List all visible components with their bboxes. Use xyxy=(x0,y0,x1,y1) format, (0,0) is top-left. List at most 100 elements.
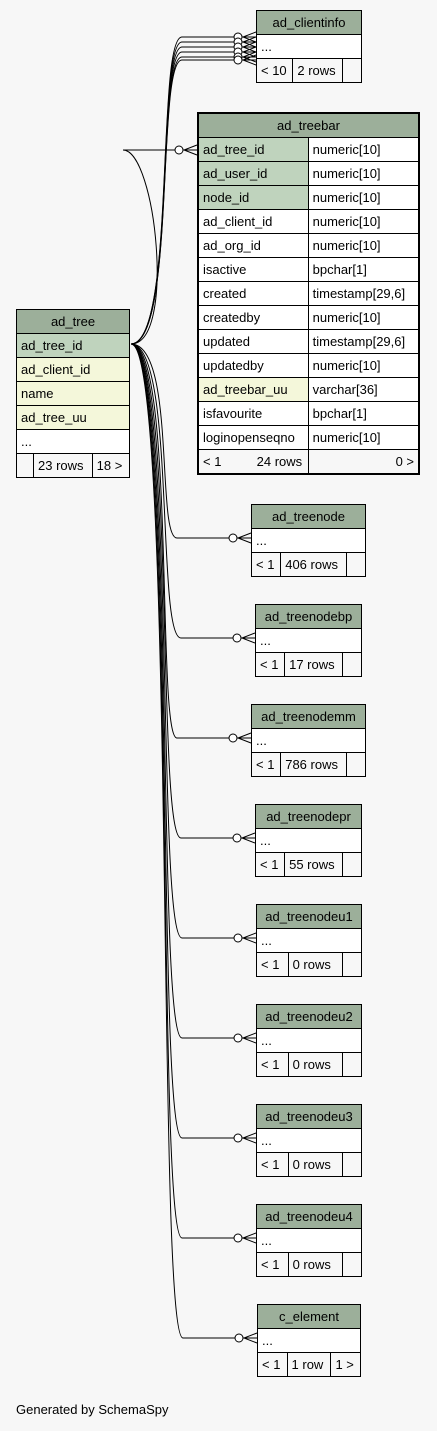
crowfoot-marker xyxy=(182,144,198,156)
children-count xyxy=(342,1152,362,1177)
column-type: numeric[10] xyxy=(307,305,420,330)
column-isactive[interactable]: isactive xyxy=(197,257,309,282)
column-ad_tree_id[interactable]: ad_tree_id xyxy=(197,137,309,162)
table-header[interactable]: ad_treenodeu2 xyxy=(256,1004,362,1029)
relationship-edge xyxy=(122,149,197,345)
crowfoot-marker xyxy=(241,932,257,944)
parents-count: < 1 xyxy=(250,552,282,577)
column-type: timestamp[29,6] xyxy=(307,329,420,354)
crowfoot-marker xyxy=(240,632,256,644)
parents-count: < 1 xyxy=(256,1252,289,1277)
table-header[interactable]: c_element xyxy=(257,1304,361,1329)
table-ad_tree[interactable]: ad_tree ad_tree_id ad_client_id name ad_… xyxy=(16,309,131,478)
column-node_id[interactable]: node_id xyxy=(197,185,309,210)
table-header[interactable]: ad_treenodeu4 xyxy=(256,1204,362,1229)
relationship-edge xyxy=(130,343,256,1139)
table-header[interactable]: ad_tree xyxy=(16,309,130,334)
row-count: 2 rows xyxy=(292,58,343,83)
table-header[interactable]: ad_treenodemm xyxy=(251,704,366,729)
table-header[interactable]: ad_treenodepr xyxy=(255,804,362,829)
row-count: 55 rows xyxy=(284,852,343,877)
relationship-edge xyxy=(130,343,255,839)
children-count xyxy=(346,752,366,777)
column-type: numeric[10] xyxy=(307,161,420,186)
crowfoot-marker xyxy=(241,46,257,58)
column-name[interactable]: name xyxy=(16,381,130,406)
column-loginopenseqno[interactable]: loginopenseqno xyxy=(197,425,309,450)
relationship-edge xyxy=(130,343,251,539)
crowfoot-marker xyxy=(241,1032,257,1044)
more-columns: ... xyxy=(256,1128,362,1153)
children-count xyxy=(342,58,362,83)
optional-marker xyxy=(234,1333,244,1343)
crowfoot-marker xyxy=(236,532,252,544)
parents-count: < 1 xyxy=(254,852,286,877)
more-columns: ... xyxy=(256,1028,362,1053)
more-columns: ... xyxy=(251,528,366,553)
relationship-edge xyxy=(130,343,256,939)
optional-marker xyxy=(228,533,238,543)
table-header[interactable]: ad_treenode xyxy=(251,504,366,529)
more-columns: ... xyxy=(256,928,362,953)
row-count: 0 rows xyxy=(287,1052,344,1077)
treebar-footer-right: 24 rows 0 > xyxy=(257,449,420,475)
row-count: 24 rows xyxy=(256,454,303,469)
optional-marker xyxy=(228,733,238,743)
column-ad_tree_id[interactable]: ad_tree_id xyxy=(16,333,130,358)
optional-marker xyxy=(174,145,184,155)
column-type: bpchar[1] xyxy=(307,401,420,426)
column-type: numeric[10] xyxy=(307,353,420,378)
column-created[interactable]: created xyxy=(197,281,309,306)
column-type: timestamp[29,6] xyxy=(307,281,420,306)
column-ad_tree_uu[interactable]: ad_tree_uu xyxy=(16,405,130,430)
column-ad_client_id[interactable]: ad_client_id xyxy=(16,357,130,382)
optional-marker xyxy=(232,833,242,843)
table-header[interactable]: ad_treenodebp xyxy=(255,604,362,629)
table-header[interactable]: ad_treenodeu1 xyxy=(256,904,362,929)
more-columns: ... xyxy=(257,1328,361,1353)
row-count: 0 rows xyxy=(287,1252,344,1277)
relationship-edge xyxy=(130,343,256,1039)
column-updated[interactable]: updated xyxy=(197,329,309,354)
column-ad_treebar_uu[interactable]: ad_treebar_uu xyxy=(197,377,309,402)
parents-count: < 1 xyxy=(256,952,289,977)
table-header[interactable]: ad_clientinfo xyxy=(256,10,362,35)
relationship-edge xyxy=(130,343,256,1239)
optional-marker xyxy=(233,1133,243,1143)
relationship-edge xyxy=(130,343,255,639)
column-updatedby[interactable]: updatedby xyxy=(197,353,309,378)
column-type: numeric[10] xyxy=(307,425,420,450)
children-count xyxy=(342,1052,362,1077)
crowfoot-marker xyxy=(241,1232,257,1244)
parents-count: < 1 xyxy=(256,1152,289,1177)
column-ad_user_id[interactable]: ad_user_id xyxy=(197,161,309,186)
column-ad_client_id[interactable]: ad_client_id xyxy=(197,209,309,234)
parents-count: < 1 xyxy=(257,1352,288,1377)
column-isfavourite[interactable]: isfavourite xyxy=(197,401,309,426)
column-type: numeric[10] xyxy=(307,209,420,234)
children-count: 18 > xyxy=(91,453,131,478)
more-columns: ... xyxy=(16,429,130,454)
table-header[interactable]: ad_treebar xyxy=(197,112,420,138)
children-count: 0 > xyxy=(395,454,414,469)
column-ad_org_id[interactable]: ad_org_id xyxy=(197,233,309,258)
crowfoot-marker xyxy=(241,36,257,48)
column-createdby[interactable]: createdby xyxy=(197,305,309,330)
table-header[interactable]: ad_treenodeu3 xyxy=(256,1104,362,1129)
more-columns: ... xyxy=(255,628,362,653)
parents-count: < 1 xyxy=(197,449,309,475)
table-ad_clientinfo[interactable]: ad_clientinfo ... < 10 2 rows xyxy=(255,10,362,83)
children-count xyxy=(342,952,362,977)
row-count: 23 rows xyxy=(33,453,93,478)
relationship-edge xyxy=(130,343,257,1339)
